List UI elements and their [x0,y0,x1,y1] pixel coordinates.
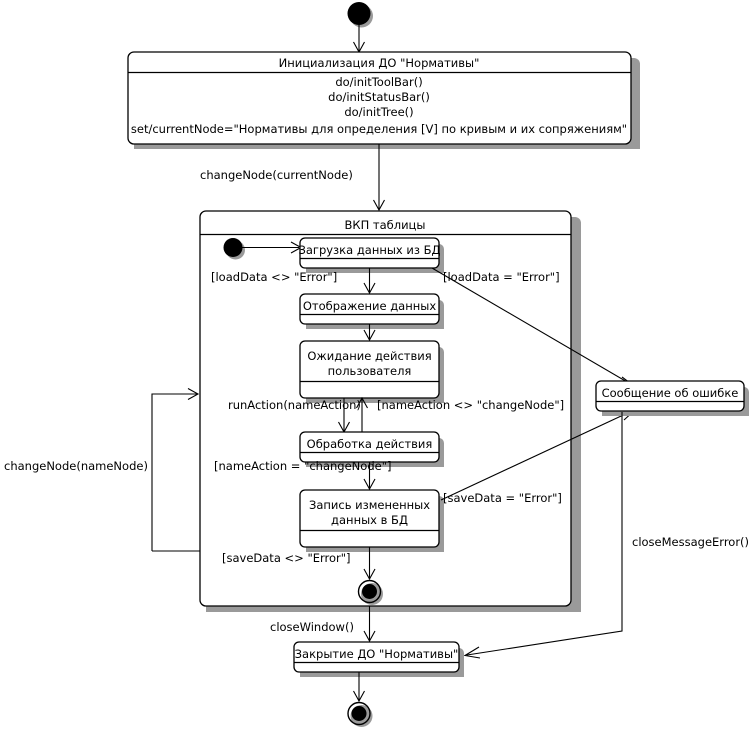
state-save-data-title-line2: данных в БД [331,513,408,527]
edge-label-save-ok: [saveData <> "Error"] [222,551,351,565]
edge-closing-to-final [353,672,365,703]
edge-initial-to-initialization [353,25,365,54]
state-display-data [299,293,444,329]
state-save-data-title-line1: Запись измененных [309,498,430,512]
state-process-action-title: Обработка действия [307,437,433,451]
state-initialization-action-2: do/initStatusBar() [328,90,430,104]
state-initialization-action-4: set/currentNode="Нормативы для определен… [131,122,627,136]
final-state-node [347,701,373,727]
state-wait-user-action-title-line2: пользователя [328,364,412,378]
state-closing-title: Закрытие ДО "Нормативы" [295,647,459,661]
state-error-message [595,380,749,416]
state-process-action [299,431,444,467]
state-initialization [127,51,640,149]
inner-final-state-node [357,579,383,605]
composite-state-title: ВКП таблицы [345,218,426,232]
edge-change-node-name-loop [151,388,200,552]
edge-label-close-window: closeWindow() [270,620,354,634]
state-save-data [299,489,444,552]
edge-save-to-inner-final [363,547,376,581]
edge-label-change-node-name: changeNode(nameNode) [4,459,148,473]
edge-label-save-error: [saveData = "Error"] [443,491,562,505]
state-wait-user-action [299,340,444,403]
state-closing [293,641,464,677]
edge-label-action-not-change: [nameAction <> "changeNode"] [377,398,564,412]
edge-process-to-wait [356,396,368,432]
edge-label-load-error: [loadData = "Error"] [443,270,560,284]
edge-process-to-save [363,462,376,491]
edge-load-to-display [363,268,376,295]
edge-initialization-to-composite [373,144,385,212]
state-error-message-title: Сообщение об ошибке [602,386,739,400]
state-wait-user-action-title-line1: Ожидание действия [307,349,431,363]
initial-state-node [347,2,373,28]
state-initialization-action-3: do/initTree() [344,105,413,119]
edge-label-run-action: runAction(nameAction) [228,398,361,412]
inner-initial-state-node [223,238,245,260]
state-initialization-action-1: do/initToolBar() [335,75,422,89]
edge-composite-to-closing [363,606,376,643]
edge-label-change-node-current: changeNode(currentNode) [200,168,353,182]
state-initialization-title: Инициализация ДО "Нормативы" [279,56,480,70]
edge-label-close-message-error: closeMessageError() [632,535,749,549]
edge-label-load-ok: [loadData <> "Error"] [211,270,337,284]
state-load-data-title: Загрузка данных из БД [298,243,440,257]
edge-display-to-wait [363,324,376,342]
edge-label-action-change: [nameAction = "changeNode"] [214,459,391,473]
state-display-data-title: Отображение данных [303,299,437,313]
edge-error-message-to-closing [463,412,623,659]
